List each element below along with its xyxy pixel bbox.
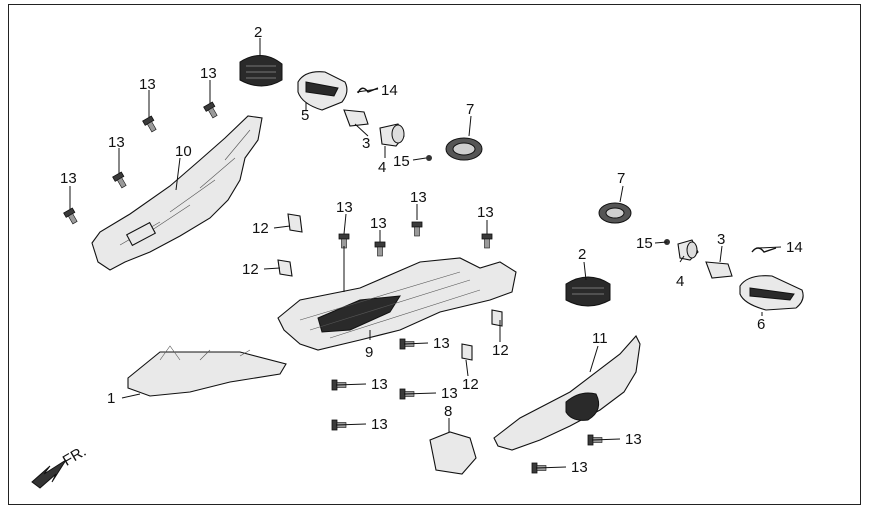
step-pad-right-part [739, 275, 804, 311]
callout-14-lower: 14 [786, 239, 803, 256]
callout-13-upper-left: 13 [139, 76, 156, 93]
callout-13-lower-a: 13 [371, 376, 388, 393]
grommet-lower-right-part [565, 276, 611, 307]
bolt-13-part [374, 241, 386, 257]
clip-left-part [426, 155, 432, 161]
callout-13-left: 13 [108, 134, 125, 151]
callout-1: 1 [107, 390, 115, 407]
callout-13-lower-right-b: 13 [571, 459, 588, 476]
callout-13-center-a: 13 [336, 199, 353, 216]
rubber-ring-right-part [598, 202, 632, 224]
callout-12-mid: 12 [242, 261, 259, 278]
callout-13-center-b: 13 [410, 189, 427, 206]
callout-7-upper: 7 [466, 101, 474, 118]
callout-12-lower: 12 [462, 376, 479, 393]
callout-3-lower: 3 [717, 231, 725, 248]
callout-13-lower-right-a: 13 [625, 431, 642, 448]
bolt-13-part [338, 233, 350, 249]
callout-15-lower: 15 [636, 235, 653, 252]
bolt-13-part [411, 221, 423, 237]
side-cover-right-part [493, 335, 641, 451]
clip-12a-part [287, 213, 303, 233]
bolt-13-part [481, 233, 493, 249]
callout-5: 5 [301, 107, 309, 124]
bracket-lower-part [429, 431, 477, 475]
floor-panel-center-part [277, 257, 517, 351]
bolt-13-part [63, 207, 78, 225]
callout-3-upper: 3 [362, 135, 370, 152]
callout-2-lower: 2 [578, 246, 586, 263]
pivot-pin-right-part [705, 261, 733, 279]
callout-7-lower: 7 [617, 170, 625, 187]
callout-2-upper: 2 [254, 24, 262, 41]
callout-13-lower-c: 13 [371, 416, 388, 433]
bolt-13-part [112, 171, 127, 189]
callout-4-lower: 4 [676, 273, 684, 290]
clip-12d-part [461, 343, 473, 361]
callout-13-center-c: 13 [370, 215, 387, 232]
bushing-left-part [379, 123, 405, 147]
callout-12-upper: 12 [252, 220, 269, 237]
callout-13-right-of-9: 13 [433, 335, 450, 352]
callout-13-far-left: 13 [60, 170, 77, 187]
callout-labels: 2 13 13 14 5 3 7 4 15 13 10 13 13 13 13 … [60, 24, 803, 476]
callout-8: 8 [444, 403, 452, 420]
pivot-pin-left-part [343, 109, 369, 127]
leader-lines [69, 38, 782, 469]
callout-4-upper: 4 [378, 159, 386, 176]
callout-12-right: 12 [492, 342, 509, 359]
callout-11: 11 [592, 330, 608, 347]
front-label: FR. [60, 443, 89, 470]
callout-14-upper: 14 [381, 82, 398, 99]
front-direction-indicator: FR. [31, 443, 89, 489]
callout-13-lower-b: 13 [441, 385, 458, 402]
front-arrow-icon [31, 459, 67, 489]
clip-12b-part [277, 259, 293, 277]
side-cover-left-part [91, 115, 263, 271]
callout-6: 6 [757, 316, 765, 333]
grommet-upper-left-part [239, 55, 283, 87]
cotter-pin-right-part [751, 247, 777, 253]
step-pad-left-part [297, 71, 348, 111]
callout-9: 9 [365, 344, 373, 361]
callout-13-upper-mid: 13 [200, 65, 217, 82]
undercover-front-part [127, 345, 287, 397]
bolt-13-part [203, 101, 218, 119]
bolt-13-part [142, 115, 157, 133]
callout-15-upper: 15 [393, 153, 410, 170]
callout-10: 10 [175, 143, 192, 160]
callout-13-center-d: 13 [477, 204, 494, 221]
bushing-right-part [677, 239, 699, 261]
diagram-frame [8, 4, 861, 505]
rubber-ring-left-part [445, 137, 483, 161]
